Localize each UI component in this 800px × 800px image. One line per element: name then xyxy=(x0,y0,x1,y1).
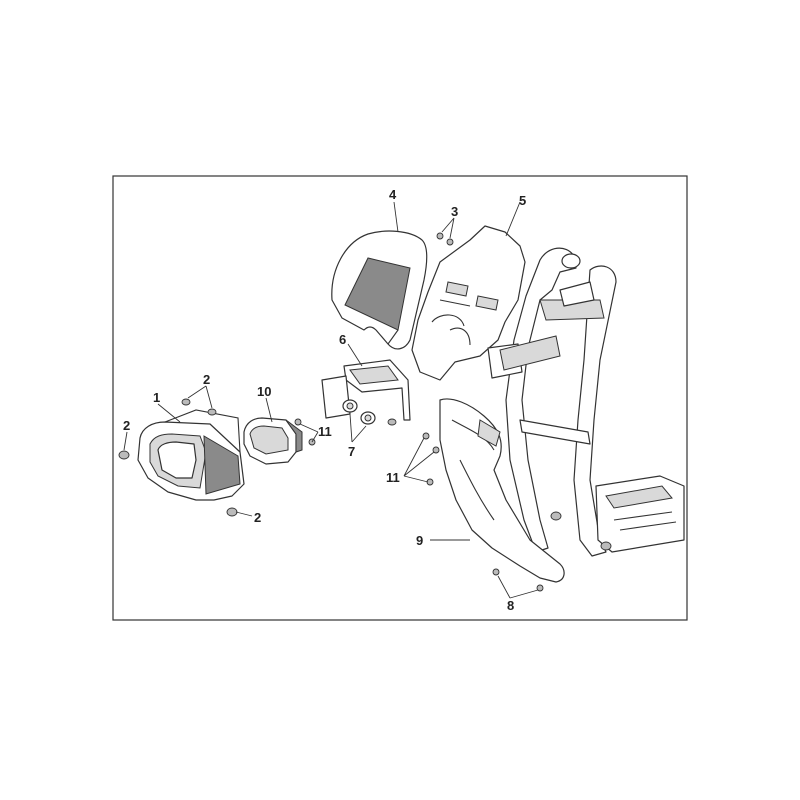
callout-2: 2 xyxy=(203,372,210,387)
callout-2: 2 xyxy=(254,510,261,525)
callout-8: 8 xyxy=(507,598,514,613)
part-5-mounting-plate xyxy=(411,225,526,381)
callout-2: 2 xyxy=(123,418,130,433)
callout-4: 4 xyxy=(389,187,397,202)
fasteners xyxy=(118,232,544,592)
callout-11: 11 xyxy=(318,424,332,439)
part-9-leg-shield xyxy=(439,398,565,583)
callout-7: 7 xyxy=(348,444,355,459)
leader-lines xyxy=(123,201,539,599)
callout-5: 5 xyxy=(519,193,526,208)
callout-6: 6 xyxy=(339,332,346,347)
callout-11: 11 xyxy=(386,470,400,485)
callout-10: 10 xyxy=(257,384,271,399)
part-6-bracket xyxy=(321,359,411,426)
diagram-border xyxy=(112,175,688,621)
callout-9: 9 xyxy=(416,533,423,548)
part-1-headlight-cowl xyxy=(137,409,245,501)
callouts: 1 2 2 2 3 4 5 6 7 8 9 10 11 11 xyxy=(123,187,526,613)
part-10-headlight-unit xyxy=(243,417,303,465)
main-tube-frame xyxy=(487,247,685,557)
callout-3: 3 xyxy=(451,204,458,219)
part-7-grommets xyxy=(342,399,376,425)
part-4-cover-panel xyxy=(331,230,428,350)
callout-1: 1 xyxy=(153,390,160,405)
